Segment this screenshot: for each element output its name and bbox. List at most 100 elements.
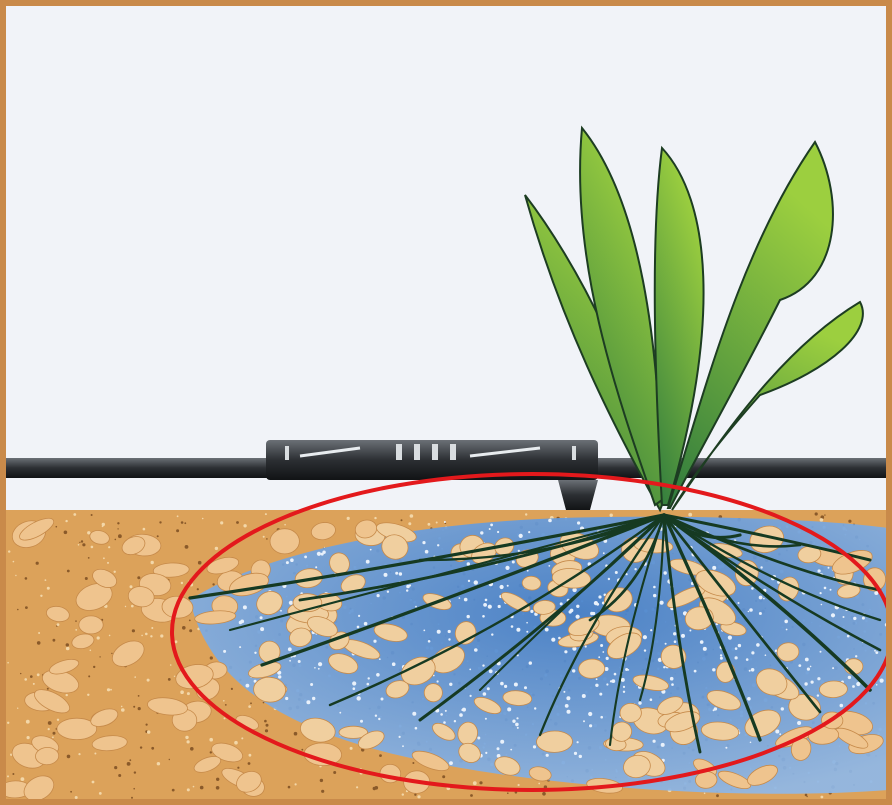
- wet-speck: [459, 713, 463, 717]
- soil-speck: [193, 786, 195, 788]
- soil-speck: [129, 759, 131, 761]
- soil-speck: [81, 540, 83, 542]
- soil-speck: [52, 736, 54, 738]
- wet-speck: [470, 695, 472, 697]
- wet-speck: [585, 645, 587, 647]
- soil-speck: [40, 595, 42, 597]
- wet-speck: [260, 616, 263, 619]
- soil-speck: [198, 561, 202, 565]
- soil-speck: [176, 529, 179, 532]
- wet-speck: [530, 610, 533, 613]
- soil-speck: [127, 762, 131, 766]
- wet-speck: [650, 629, 652, 631]
- soil-speck: [402, 793, 404, 795]
- soil-speck: [65, 520, 67, 522]
- wet-speck: [507, 707, 511, 711]
- wet-speck: [500, 585, 504, 589]
- soil-speck: [67, 755, 71, 759]
- wet-speck: [566, 696, 570, 700]
- wet-speck: [517, 727, 519, 729]
- wet-speck: [565, 704, 569, 708]
- wet-speck: [504, 685, 507, 688]
- wet-speck: [366, 560, 370, 564]
- soil-speck: [94, 753, 96, 755]
- wet-speck: [402, 745, 404, 747]
- wet-speck: [306, 700, 310, 704]
- soil-speck: [118, 774, 121, 777]
- soil-speck: [170, 664, 172, 666]
- wet-speck: [606, 683, 608, 685]
- wet-speck: [527, 570, 529, 572]
- wet-speck: [751, 651, 754, 654]
- soil-speck: [47, 587, 50, 590]
- wet-speck: [500, 682, 504, 686]
- soil-speck: [103, 557, 105, 559]
- soil-speck: [169, 759, 170, 760]
- wet-speck: [474, 648, 478, 652]
- wet-speck: [459, 597, 461, 599]
- wet-speck: [674, 640, 677, 643]
- wet-speck: [469, 669, 471, 671]
- soil-speck: [442, 775, 445, 778]
- wet-speck: [511, 625, 514, 628]
- soil-speck: [417, 795, 420, 798]
- wet-speck: [712, 566, 716, 570]
- wet-speck: [576, 615, 580, 619]
- soil-speck: [137, 576, 140, 579]
- soil-speck: [241, 737, 243, 739]
- wet-speck: [756, 643, 760, 647]
- wet-speck: [488, 605, 492, 609]
- soil-speck: [820, 518, 824, 522]
- soil-speck: [333, 771, 336, 774]
- soil-speck: [143, 528, 146, 531]
- wet-speck: [775, 730, 779, 734]
- wet-speck: [567, 710, 571, 714]
- wet-speck: [759, 612, 762, 615]
- wet-speck: [448, 630, 451, 633]
- wet-speck: [751, 587, 754, 590]
- wet-speck: [650, 698, 653, 701]
- wet-speck: [596, 603, 599, 606]
- wet-speck: [824, 587, 827, 590]
- wet-speck: [615, 571, 618, 574]
- soil-speck: [37, 673, 40, 676]
- wet-speck: [422, 541, 425, 544]
- soil-speck: [111, 653, 112, 654]
- soil-speck: [215, 547, 218, 550]
- soil-speck: [225, 704, 227, 706]
- soil-speck: [223, 700, 225, 702]
- soil-speck: [321, 790, 324, 793]
- soil-speck: [248, 705, 251, 708]
- soil-speck: [249, 754, 252, 757]
- soil-speck: [479, 781, 482, 784]
- wet-speck: [577, 741, 579, 743]
- soil-speck: [107, 688, 110, 691]
- wet-speck: [477, 737, 480, 740]
- soil-speck: [525, 513, 527, 515]
- wet-speck: [353, 687, 356, 690]
- wet-speck: [364, 622, 368, 626]
- wet-speck: [749, 670, 751, 672]
- soil-speck: [140, 746, 142, 748]
- pebble: [79, 616, 103, 634]
- wet-speck: [415, 606, 417, 608]
- soil-speck: [53, 732, 56, 735]
- wet-speck: [603, 552, 605, 554]
- wet-speck: [286, 561, 289, 564]
- wet-speck: [507, 585, 509, 587]
- soil-speck: [150, 635, 152, 637]
- soil-speck: [266, 538, 268, 540]
- wet-speck: [384, 573, 388, 577]
- wet-speck: [315, 566, 317, 568]
- soil-speck: [21, 777, 25, 781]
- wet-speck: [462, 708, 466, 712]
- soil-speck: [114, 571, 116, 573]
- soil-speck: [375, 786, 379, 790]
- soil-speck: [87, 694, 89, 696]
- wet-speck: [483, 692, 487, 696]
- soil-speck: [131, 797, 133, 799]
- wet-speck: [487, 687, 490, 690]
- wet-speck: [437, 680, 439, 682]
- soil-speck: [64, 531, 68, 535]
- wet-speck: [830, 589, 832, 591]
